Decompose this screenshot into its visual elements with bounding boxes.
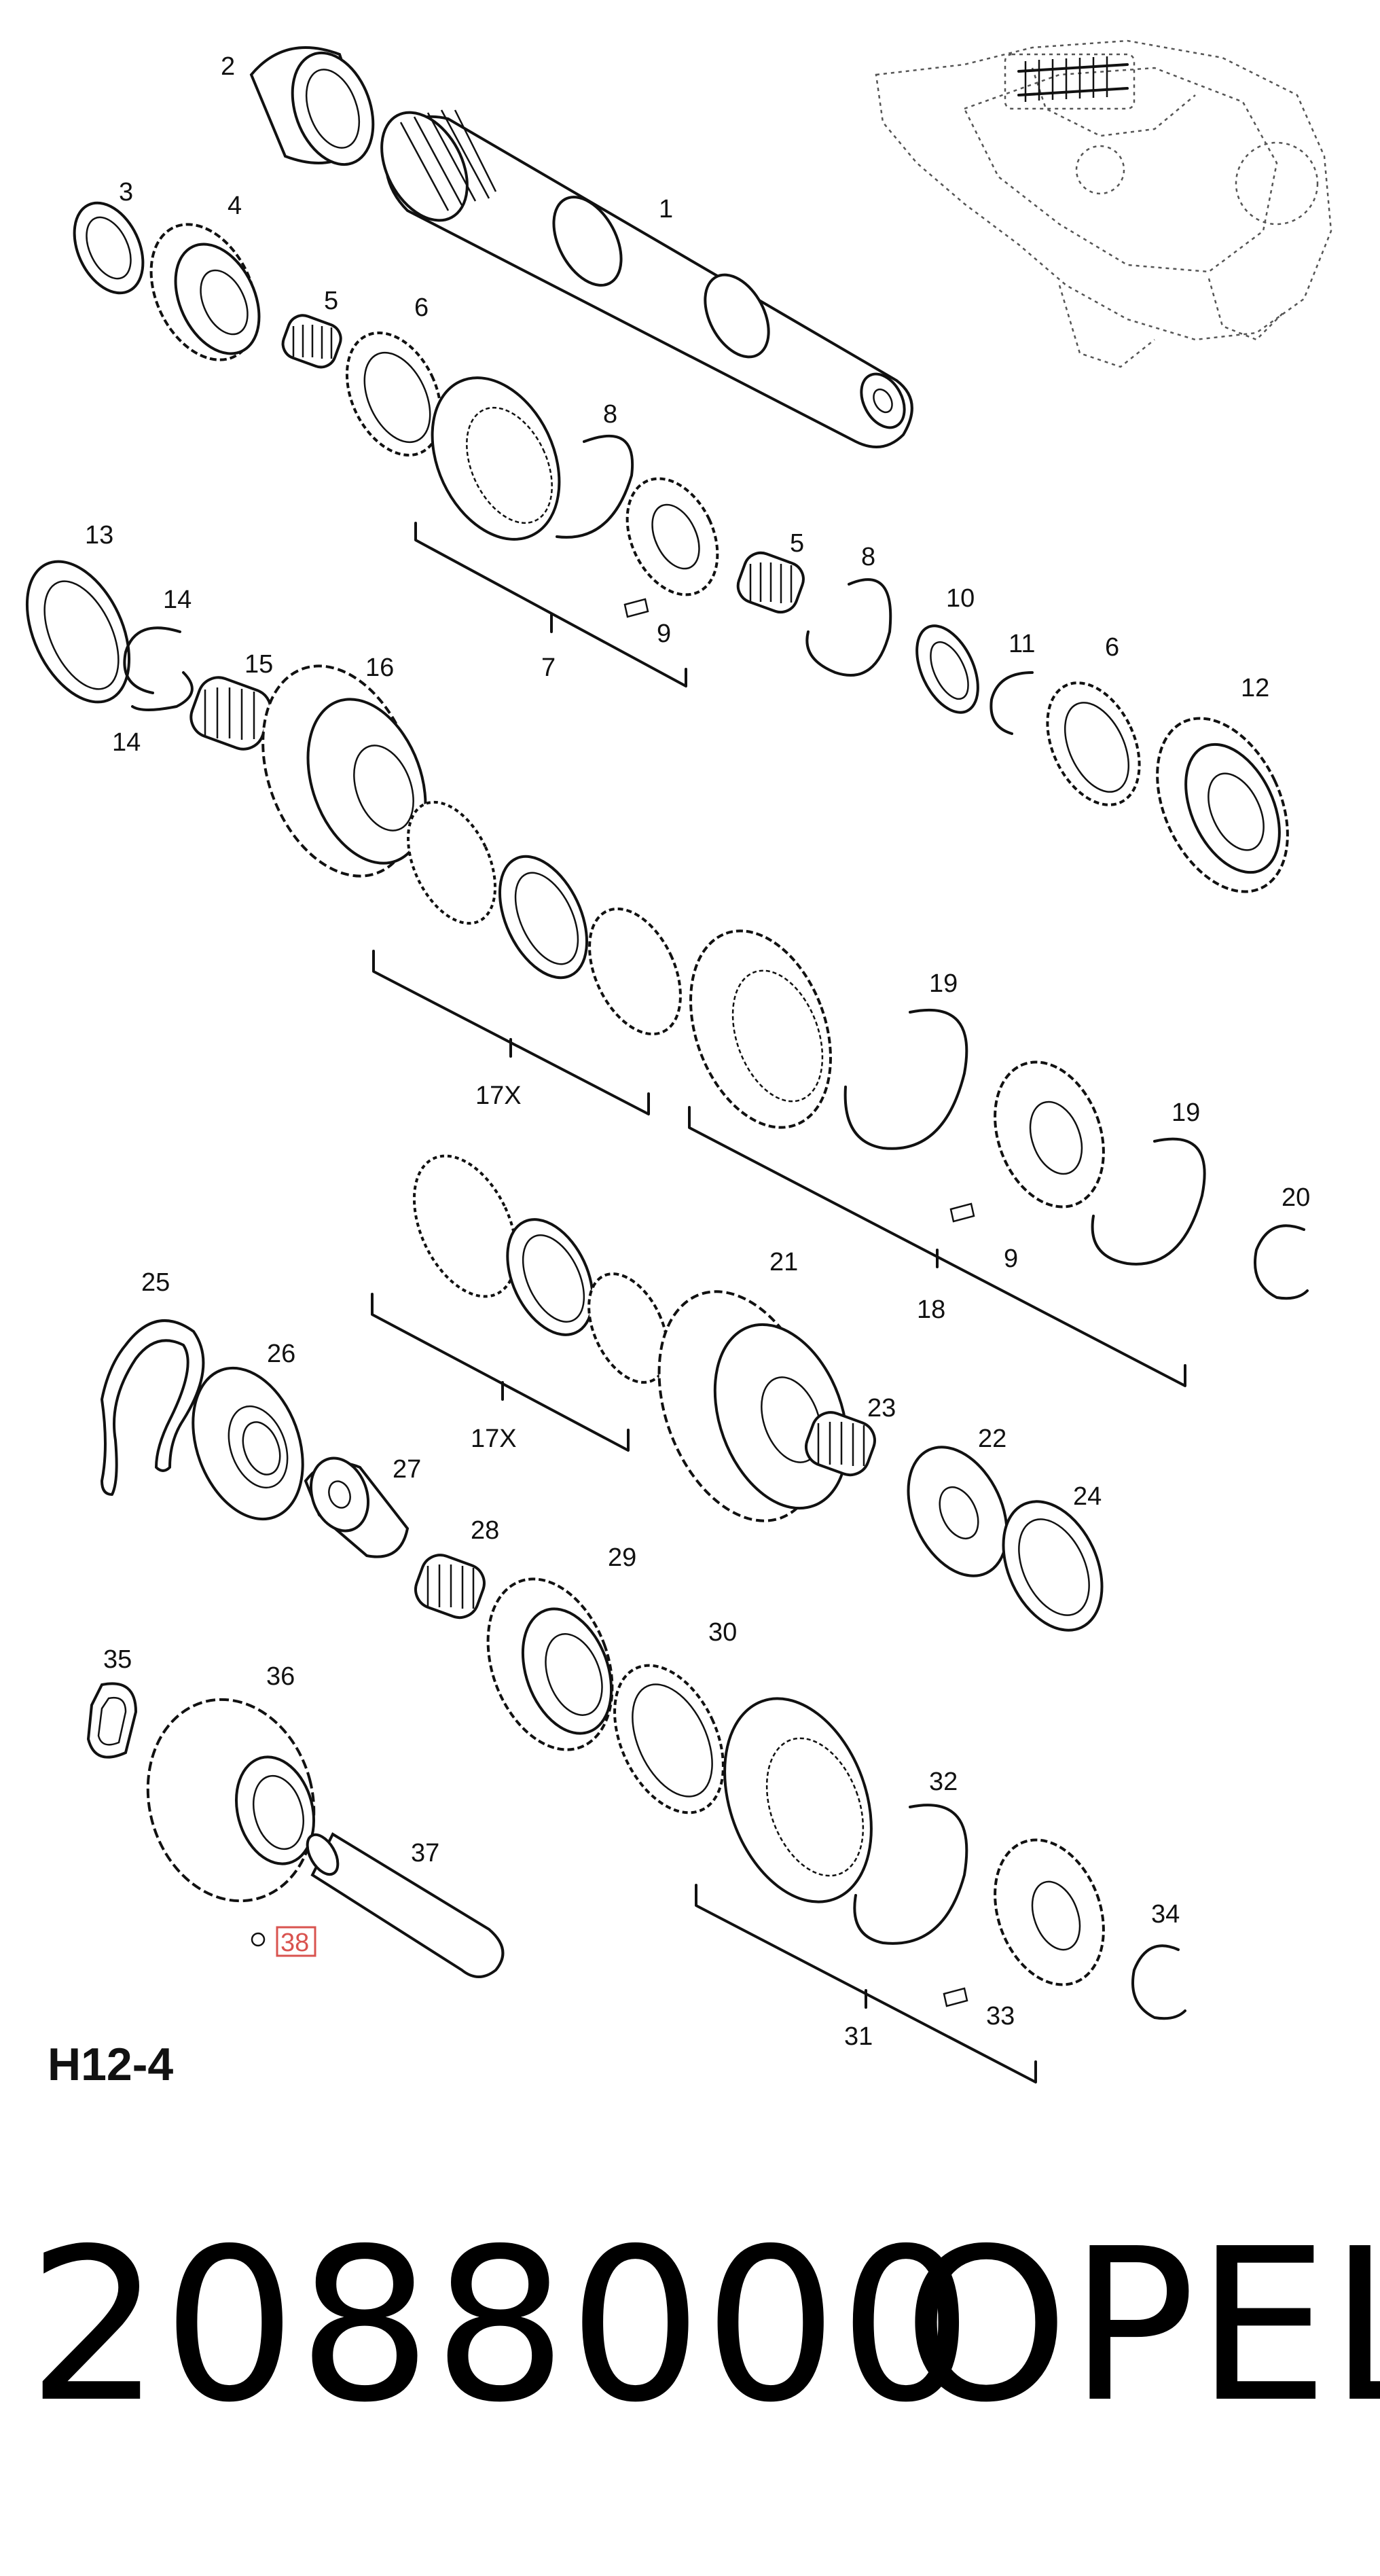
needle-bearing-part-23 (805, 1411, 876, 1477)
label-part-15: 15 (244, 650, 273, 679)
label-part-36: 36 (266, 1662, 295, 1691)
label-part-38[interactable]: 38 (280, 1929, 309, 1957)
label-part-19a: 19 (929, 969, 958, 998)
label-part-38-highlight[interactable]: 38 (276, 1926, 316, 1957)
gear-part-12 (1156, 717, 1289, 893)
needle-bearing-part-5b (736, 551, 805, 614)
ball-bearing-part-26 (192, 1366, 304, 1521)
washer-part-22 (907, 1446, 1009, 1577)
diagram-code: H12-4 (48, 2039, 174, 2090)
label-part-28: 28 (471, 1516, 499, 1545)
synchro-ring-part-6b (1046, 681, 1141, 806)
label-part-22: 22 (978, 1425, 1006, 1453)
synchronizer-assembly-part-18 (688, 929, 1206, 1387)
label-part-31: 31 (844, 2022, 873, 2051)
synchro-ring-part-6 (345, 332, 443, 457)
label-part-19b: 19 (1172, 1098, 1200, 1127)
label-part-7: 7 (541, 654, 556, 682)
gear-part-16 (261, 664, 427, 878)
label-part-2: 2 (221, 52, 235, 81)
label-part-1: 1 (659, 195, 673, 223)
brand-name: OPEL (903, 2204, 1380, 2449)
roller-bearing-part-2 (249, 46, 375, 166)
gearbox-housing-ghost-drawing (875, 39, 1332, 368)
washer-part-3 (73, 201, 145, 295)
highlight-box (276, 1926, 316, 1957)
gear-part-4 (149, 223, 261, 361)
synchro-rings-set-part-17X-upper (372, 800, 682, 1115)
synchronizer-assembly-part-7 (414, 376, 719, 687)
needle-bearing-part-28 (414, 1554, 486, 1620)
label-part-4: 4 (228, 192, 242, 220)
label-part-6: 6 (414, 293, 429, 322)
label-part-32: 32 (929, 1768, 958, 1796)
main-shaft-part-1 (380, 109, 913, 448)
label-part-11: 11 (1009, 630, 1035, 658)
needle-bearing-part-5 (281, 314, 342, 369)
label-part-16: 16 (365, 654, 394, 682)
label-part-25: 25 (141, 1268, 170, 1297)
label-part-5b: 5 (790, 529, 804, 558)
label-part-26: 26 (267, 1340, 295, 1368)
label-part-6b: 6 (1105, 633, 1119, 662)
half-washers-part-14 (123, 626, 194, 711)
label-part-17X-upper: 17X (475, 1081, 522, 1110)
label-part-9b: 9 (1004, 1245, 1018, 1273)
label-part-20: 20 (1282, 1183, 1310, 1212)
label-part-12: 12 (1241, 674, 1269, 702)
circlip-part-20 (1254, 1224, 1309, 1300)
label-part-27: 27 (393, 1455, 421, 1484)
gear-part-29 (486, 1577, 614, 1751)
label-part-14-top: 14 (163, 586, 192, 614)
label-part-5: 5 (324, 287, 338, 315)
lock-washer-part-35 (86, 1682, 138, 1759)
label-part-21: 21 (769, 1248, 798, 1276)
label-part-13: 13 (85, 521, 113, 550)
label-part-33: 33 (986, 2002, 1015, 2031)
label-part-10: 10 (946, 584, 975, 613)
label-part-14-bottom: 14 (112, 728, 141, 757)
washer-part-10 (915, 624, 979, 714)
label-part-23: 23 (867, 1394, 896, 1423)
label-part-30: 30 (708, 1618, 737, 1647)
reverse-gear-part-36 (146, 1698, 316, 1903)
label-part-18: 18 (917, 1295, 945, 1324)
label-part-3: 3 (119, 178, 133, 207)
label-part-34: 34 (1151, 1900, 1180, 1929)
label-part-9: 9 (657, 620, 671, 648)
synchronizer-assembly-part-31 (695, 1697, 1105, 2083)
gear-part-21 (657, 1290, 849, 1522)
retaining-clip-part-25 (101, 1319, 205, 1496)
part-number: 2088000 (27, 2204, 975, 2449)
label-part-35: 35 (103, 1645, 132, 1674)
label-part-17X-lower: 17X (471, 1425, 517, 1453)
snap-ring-part-8b (805, 578, 892, 677)
label-part-29: 29 (608, 1543, 636, 1572)
bushing-part-27 (304, 1456, 410, 1558)
label-part-8: 8 (603, 400, 617, 429)
washer-part-24 (1002, 1500, 1104, 1632)
label-part-8b: 8 (861, 543, 875, 571)
label-part-24: 24 (1073, 1482, 1102, 1511)
circlip-part-34 (1131, 1944, 1186, 2020)
ball-part-38 (251, 1932, 266, 1947)
reverse-shaft-part-37 (306, 1832, 505, 1978)
washer-part-13 (25, 560, 131, 704)
synchro-ring-part-30 (613, 1664, 725, 1814)
label-part-37: 37 (411, 1839, 439, 1867)
circlip-part-11 (989, 671, 1034, 735)
needle-bearing-part-15 (189, 676, 272, 751)
synchro-rings-set-part-17X-lower (371, 1154, 669, 1452)
